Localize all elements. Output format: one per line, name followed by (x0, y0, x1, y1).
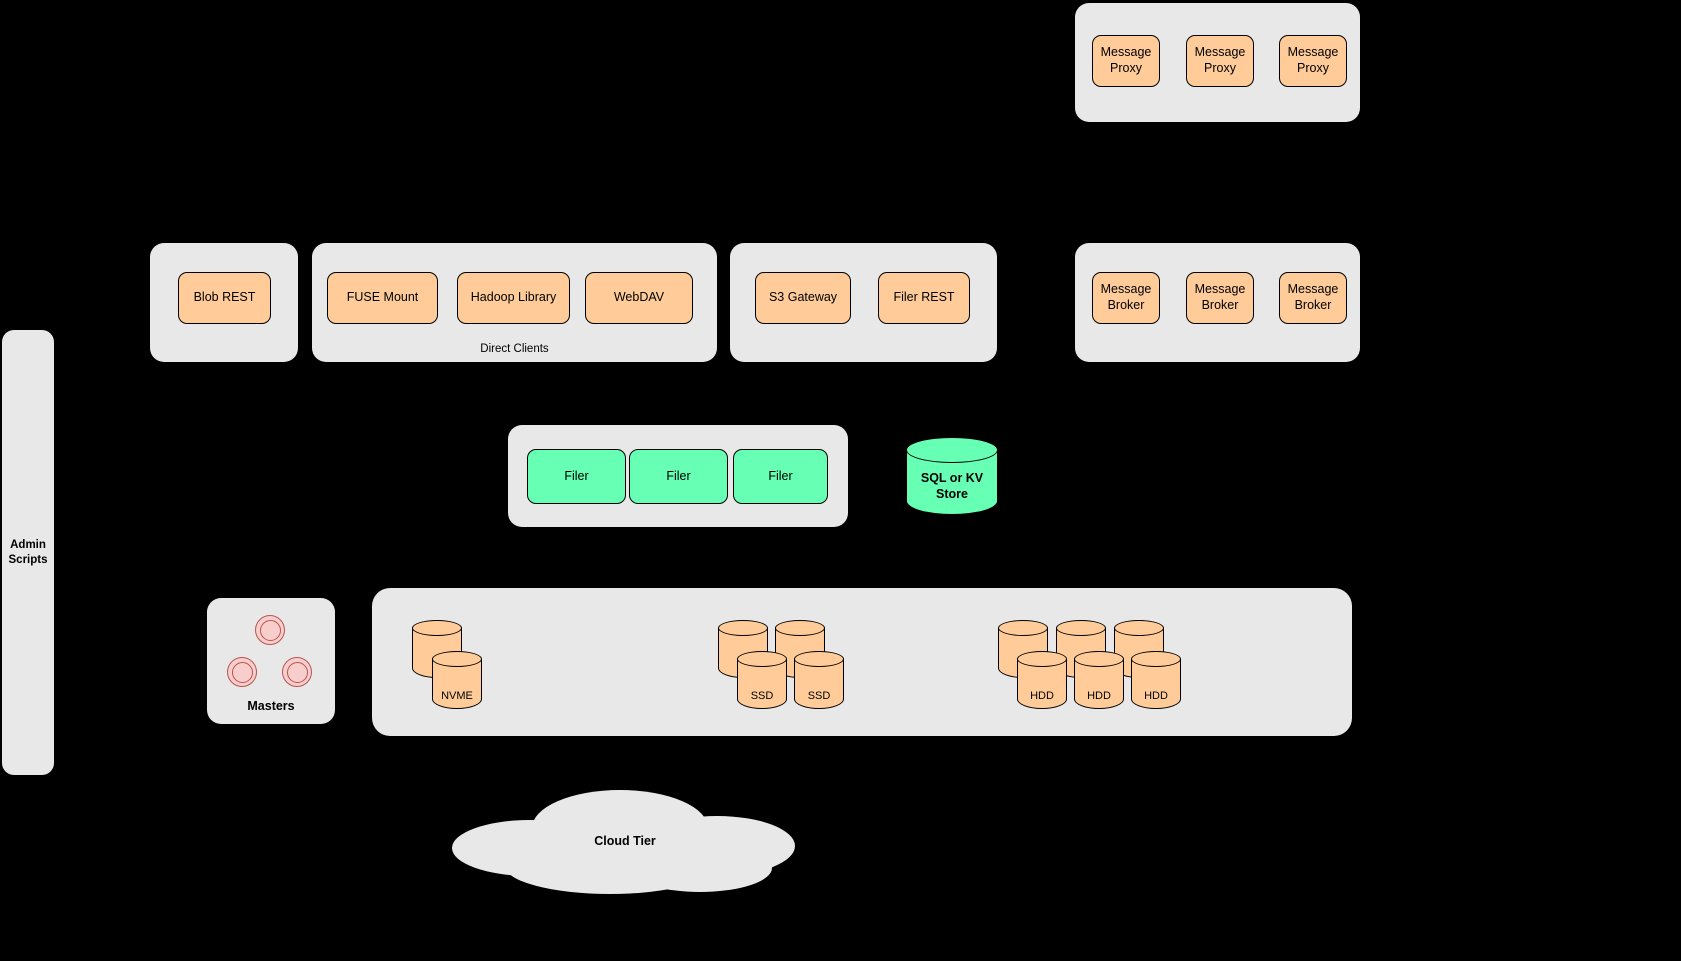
filer-node: Filer (527, 449, 626, 504)
cylinder-body (1017, 659, 1067, 709)
cylinder-top (794, 651, 844, 667)
message-broker-node: Message Broker (1092, 272, 1160, 324)
s3-gateway-group: S3 Gateway Filer REST (730, 243, 997, 362)
blob-rest-group: Blob REST (150, 243, 298, 362)
direct-clients-group: FUSE Mount Hadoop Library WebDAV Direct … (312, 243, 717, 362)
ssd-disk: SSD (737, 651, 787, 709)
hdd-disk: HDD (1017, 651, 1067, 709)
fuse-mount-node: FUSE Mount (327, 272, 438, 324)
cloud-tier-label: Cloud Tier (594, 834, 656, 848)
cylinder-body (794, 659, 844, 709)
cloud-shape (452, 790, 795, 894)
filer-node: Filer (733, 449, 828, 504)
nvme-disk: NVME (432, 651, 482, 709)
message-proxy-node: Message Proxy (1092, 35, 1160, 87)
hdd-label: HDD (1030, 690, 1054, 702)
sql-kv-store-label: SQL or KV Store (920, 471, 984, 501)
ssd-disk: SSD (794, 651, 844, 709)
hdd-disk: HDD (1074, 651, 1124, 709)
masters-label: Masters (247, 699, 295, 713)
filer-group: Filer Filer Filer (508, 425, 848, 527)
hdd-label: HDD (1087, 690, 1111, 702)
filer-node: Filer (629, 449, 728, 504)
ssd-label: SSD (750, 690, 774, 702)
cylinder-top (906, 437, 998, 463)
cylinder-top (998, 620, 1048, 636)
cylinder-top (1017, 651, 1067, 667)
cylinder-top (1056, 620, 1106, 636)
cylinder-top (775, 620, 825, 636)
masters-group: Masters (207, 598, 335, 724)
cylinder-top (1114, 620, 1164, 636)
cylinder-top (412, 620, 462, 636)
hdd-label: HDD (1144, 690, 1168, 702)
master-circle (227, 657, 257, 687)
master-circle (255, 615, 285, 645)
cloud-tier: Cloud Tier (445, 786, 805, 898)
blob-rest-node: Blob REST (178, 272, 271, 324)
message-proxy-node: Message Proxy (1186, 35, 1254, 87)
master-circle (282, 657, 312, 687)
filer-rest-node: Filer REST (878, 272, 970, 324)
message-broker-node: Message Broker (1279, 272, 1347, 324)
hadoop-library-node: Hadoop Library (457, 272, 570, 324)
cylinder-top (1074, 651, 1124, 667)
admin-scripts-panel: Admin Scripts (2, 330, 54, 775)
s3-gateway-node: S3 Gateway (755, 272, 851, 324)
direct-clients-caption: Direct Clients (480, 343, 549, 355)
cylinder-body (1131, 659, 1181, 709)
cylinder-top (737, 651, 787, 667)
cylinder-body (737, 659, 787, 709)
cylinder-body (1074, 659, 1124, 709)
message-proxy-group: Message Proxy Message Proxy Message Prox… (1075, 3, 1360, 122)
sql-kv-store-cylinder: SQL or KV Store (906, 437, 998, 515)
cylinder-top (1131, 651, 1181, 667)
admin-scripts-label: Admin Scripts (8, 538, 48, 566)
webdav-node: WebDAV (585, 272, 693, 324)
cylinder-top (718, 620, 768, 636)
hdd-disk: HDD (1131, 651, 1181, 709)
nvme-label: NVME (441, 690, 473, 702)
message-proxy-node: Message Proxy (1279, 35, 1347, 87)
cylinder-body (432, 659, 482, 709)
message-broker-group: Message Broker Message Broker Message Br… (1075, 243, 1360, 362)
message-broker-node: Message Broker (1186, 272, 1254, 324)
volume-servers-group: NVME SSD SSD (372, 588, 1352, 736)
ssd-label: SSD (807, 690, 831, 702)
cylinder-top (432, 651, 482, 667)
